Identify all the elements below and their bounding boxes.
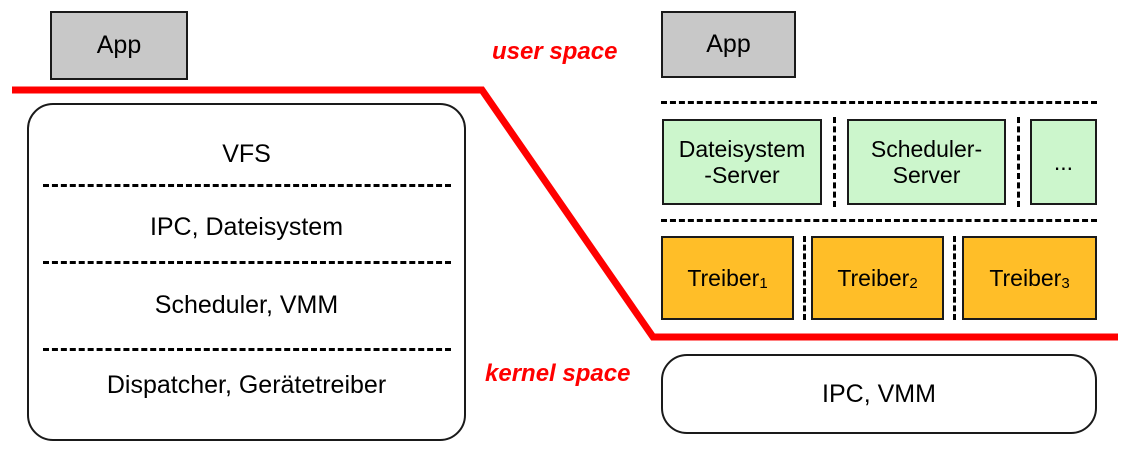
server-separator-2: [1017, 117, 1020, 207]
server-box-more: ...: [1030, 119, 1097, 205]
driver-label: Treiber: [687, 264, 760, 291]
server-label-line1: Dateisystem: [678, 135, 806, 162]
driver-label: Treiber: [837, 264, 910, 291]
kernel-divider-3: [43, 348, 451, 351]
driver-separator-2: [953, 236, 956, 320]
driver-index: 3: [1061, 275, 1070, 293]
server-separator-1: [833, 117, 836, 207]
kernel-layer-vfs: VFS: [222, 140, 271, 168]
server-divider-top: [661, 101, 1097, 104]
kernel-space-label: kernel space: [485, 360, 631, 387]
kernel-layer-dispatcher-geraetetreiber: Dispatcher, Gerätetreiber: [106, 371, 387, 399]
driver-label: Treiber: [989, 264, 1062, 291]
server-label-line2: -Server: [704, 162, 780, 188]
microkernel-box: IPC, VMM: [661, 354, 1097, 434]
driver-index: 1: [759, 275, 768, 293]
kernel-divider-1: [43, 184, 451, 187]
server-label-line2: Server: [892, 162, 961, 188]
server-label-line1: Scheduler-: [870, 135, 983, 162]
left-app-box: App: [50, 11, 188, 80]
monolithic-kernel-container: VFS IPC, Dateisystem Scheduler, VMM Disp…: [27, 103, 466, 441]
server-box-dateisystem: Dateisystem -Server: [662, 119, 822, 205]
right-app-box: App: [661, 11, 796, 78]
driver-separator-1: [803, 236, 806, 320]
kernel-divider-2: [43, 261, 451, 264]
server-box-scheduler: Scheduler- Server: [847, 119, 1006, 205]
microkernel-label: IPC, VMM: [822, 379, 936, 408]
kernel-layer-scheduler-vmm: Scheduler, VMM: [154, 291, 339, 319]
kernel-layer-ipc-dateisystem: IPC, Dateisystem: [149, 213, 344, 241]
driver-index: 2: [909, 275, 918, 293]
server-divider-bottom: [661, 219, 1097, 222]
user-space-label: user space: [492, 38, 618, 65]
